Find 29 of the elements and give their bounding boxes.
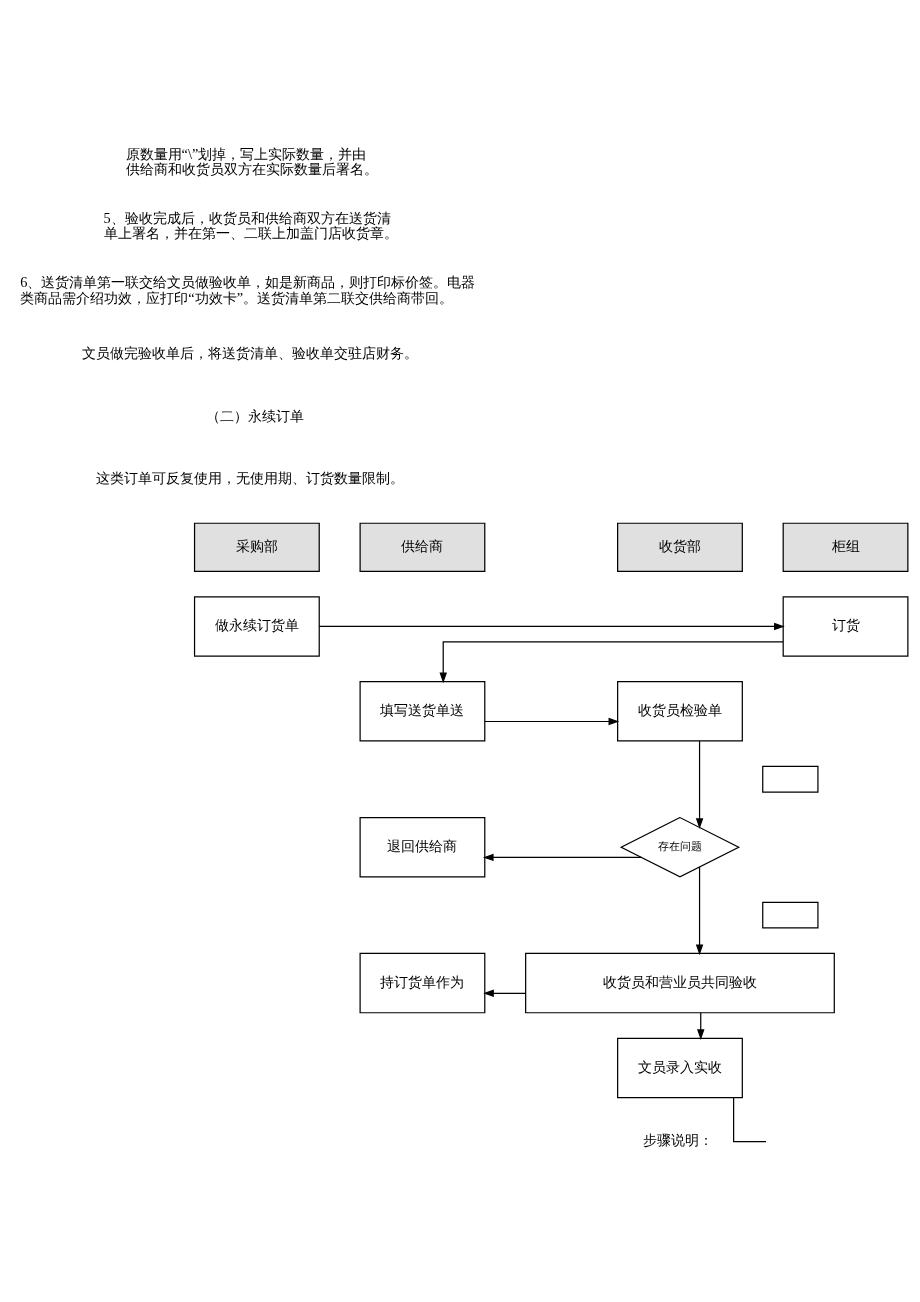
label: 6、送货清单第一联交给文员做验收单，如是新商品，则打印标价签。电器类商品需介绍功效，应打印“功效卡”。送货清单第二联交供给商带回。 [20, 273, 476, 306]
node-box: 订货 [782, 595, 909, 657]
label: 步骤说明： [643, 1131, 714, 1148]
arrow [439, 640, 784, 683]
node-box: 持订货单作为 [359, 952, 486, 1013]
node-box: 收货员和营业员共同验收 [525, 952, 835, 1013]
arrow [484, 717, 620, 725]
node-box: 收货员检验单 [617, 680, 743, 742]
arrow [695, 740, 704, 829]
label: 原数量用“\”划掉，写上实际数量，并由供给商和收货员双方在实际数量后署名。 [125, 145, 378, 177]
node-box [762, 765, 819, 793]
arrow [483, 989, 526, 997]
node-box: 收货部 [617, 522, 743, 572]
node-box: 填写送货单送 [359, 680, 486, 742]
node-box: 退回供给商 [359, 816, 486, 877]
label: 这类订单可反复使用，无使用期、订货数量限制。 [96, 469, 405, 486]
node-box: 供给商 [359, 522, 486, 572]
node-box: 文员录入实收 [617, 1037, 743, 1098]
label: 文员做完验收单后，将送货清单、验收单交驻店财务。 [81, 344, 418, 361]
node-box: 采购部 [193, 522, 320, 572]
arrow [482, 853, 643, 861]
label: 5、验收完成后，收货员和供给商双方在送货清单上署名，并在第一、二联上加盖门店收货章。 [103, 209, 398, 241]
arrow [695, 865, 704, 955]
label: （二）永续订单 [205, 407, 304, 424]
connector [733, 1096, 767, 1142]
node-box [762, 901, 819, 929]
node-box: 做永续订货单 [193, 595, 320, 657]
node-box: 柜组 [782, 522, 909, 572]
arrow [318, 622, 785, 630]
